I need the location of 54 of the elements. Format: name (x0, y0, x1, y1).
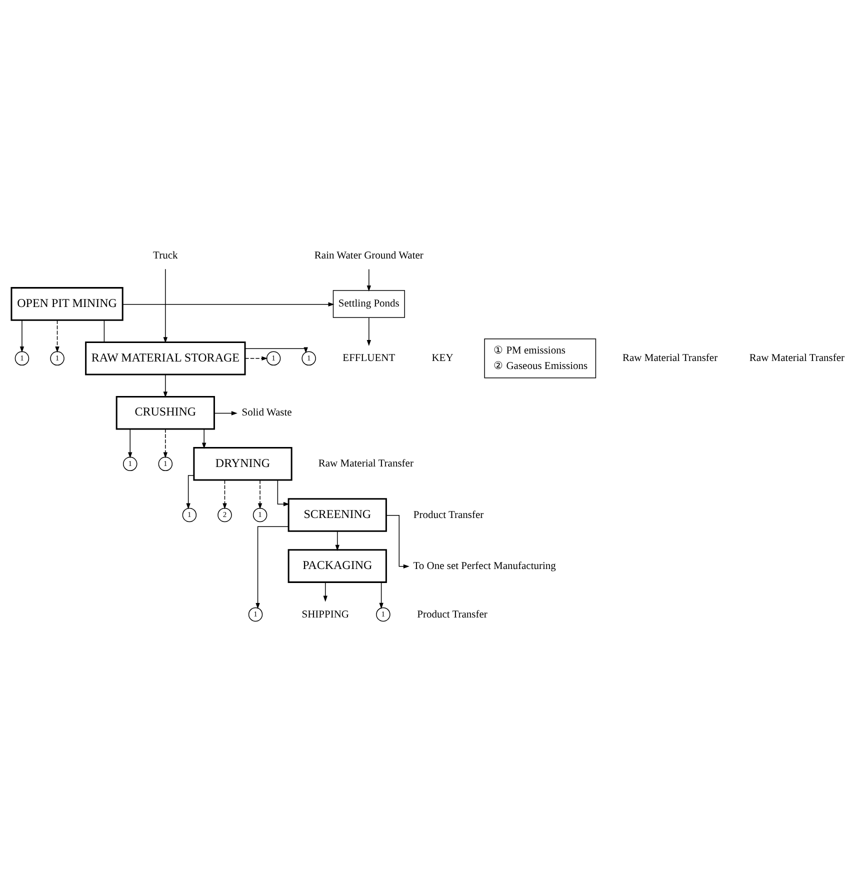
node-circle: 1 (14, 351, 30, 366)
node-text: To One set Perfect Manufacturing (413, 560, 556, 572)
arrow (55, 320, 60, 353)
label: Raw Material Transfer (318, 458, 414, 470)
arrow (163, 268, 168, 344)
arrow (256, 526, 289, 610)
node-box: Settling Ponds (332, 290, 405, 318)
legend-label: ① PM emissions (494, 345, 566, 356)
node-box: OPEN PIT MINING (10, 287, 124, 321)
node-circle: 1 (252, 508, 268, 522)
arrow (128, 428, 132, 458)
arrow (186, 475, 194, 510)
arrow (163, 374, 168, 398)
arrow (366, 317, 372, 346)
node-circle: 1 (182, 508, 197, 522)
node-circle: 1 (302, 351, 316, 366)
node-box: RAW MATERIAL STORAGE (85, 342, 246, 376)
arrow (244, 347, 308, 354)
arrow (258, 480, 262, 510)
node-text: EFFLUENT (342, 353, 396, 364)
node-text: Rain Water Ground Water (314, 250, 424, 262)
arrow (323, 582, 328, 602)
arrow (214, 411, 238, 416)
node-box: SCREENING (288, 498, 387, 532)
legend-label: ② Gaseous Emissions (494, 361, 588, 372)
arrow (202, 428, 206, 449)
arrow (335, 530, 340, 551)
label: Product Transfer (413, 510, 484, 521)
arrow (20, 320, 24, 353)
arrow (163, 428, 168, 458)
label: KEY (432, 353, 454, 364)
node-circle: 1 (122, 456, 138, 472)
node-text: Truck (153, 250, 178, 262)
node-circle: 1 (376, 607, 390, 622)
node-text: SHIPPING (302, 609, 349, 620)
node-box: CRUSHING (116, 396, 215, 430)
arrow (122, 302, 334, 306)
node-text: Solid Waste (242, 408, 292, 419)
node-circle: 1 (266, 351, 281, 366)
arrow (366, 268, 372, 292)
node-circle: 1 (248, 607, 263, 622)
label: Raw Material Transfer (622, 353, 718, 364)
arrow (379, 582, 384, 609)
arrow (277, 480, 290, 506)
arrow (244, 356, 268, 360)
node-circle: 1 (50, 351, 64, 366)
node-box: PACKAGING (288, 549, 387, 583)
label: Product Transfer (417, 609, 488, 620)
node-box: DRYNING (193, 447, 292, 481)
node-circle: 2 (218, 508, 232, 522)
node-circle: 1 (158, 456, 173, 472)
connector (104, 320, 105, 342)
arrow (222, 480, 227, 510)
label: Raw Material Transfer (749, 353, 845, 364)
